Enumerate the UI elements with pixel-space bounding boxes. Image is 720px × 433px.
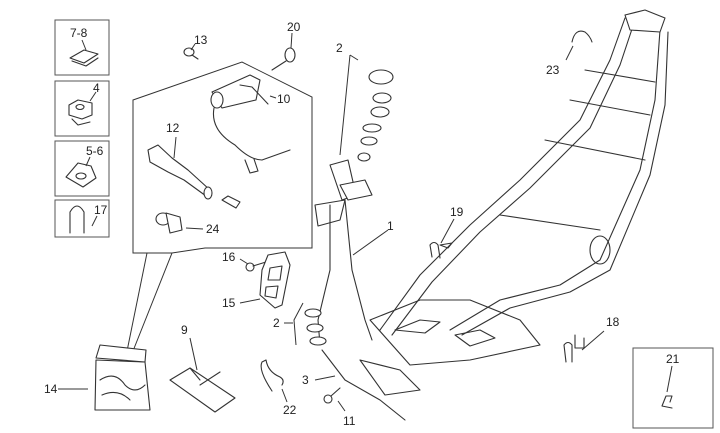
- inset-box-17: 17: [54, 199, 110, 238]
- part-19-clip: 19: [429, 205, 464, 259]
- callout-4: 4: [93, 81, 100, 95]
- callout-13: 13: [194, 33, 208, 47]
- part-2-lower-bearing-set: 2: [273, 302, 327, 346]
- part-12-steering-lock: 12: [147, 121, 241, 209]
- callout-1: 1: [387, 219, 394, 233]
- callout-19: 19: [450, 205, 464, 219]
- lock-set-detail-panel: [125, 61, 313, 357]
- part-10-ignition-switch: 10: [210, 74, 291, 174]
- callout-23: 23: [546, 63, 560, 77]
- part-13-screw: 13: [183, 33, 208, 60]
- callout-16: 16: [222, 250, 236, 264]
- part-9-pad: 9: [169, 323, 236, 413]
- callout-22: 22: [283, 403, 297, 417]
- inset-box-5-6: 5-6: [54, 140, 110, 197]
- part-22-strap-clip: 22: [260, 359, 297, 417]
- part-3-cable: 3: [302, 349, 406, 421]
- part-24-lock-cylinder: 24: [155, 212, 220, 236]
- callout-14: 14: [44, 382, 58, 396]
- callout-24: 24: [206, 222, 220, 236]
- part-16-bolt: 16: [222, 250, 267, 272]
- callout-15: 15: [222, 296, 236, 310]
- part-1-frame: 1: [314, 9, 669, 396]
- callout-10: 10: [277, 92, 291, 106]
- callout-12: 12: [166, 121, 180, 135]
- inset-box-4: 4: [54, 80, 110, 137]
- part-2-upper-bearing-set: 2: [336, 41, 394, 162]
- part-20-key-ring: 20: [271, 20, 301, 71]
- callout-9: 9: [181, 323, 188, 337]
- part-15-bracket: 15: [222, 251, 291, 310]
- callout-5-6: 5-6: [86, 144, 104, 158]
- callout-2-upper: 2: [336, 41, 343, 55]
- inset-box-21: 21: [632, 347, 714, 429]
- part-14-lock-kit-bag: 14: [44, 344, 151, 411]
- part-18-pin-clip: 18: [563, 315, 620, 363]
- part-11-bolt: 11: [323, 387, 356, 428]
- part-23-hose-clamp: 23: [546, 30, 593, 77]
- inset-box-7-8: 7-8: [54, 19, 110, 76]
- callout-20: 20: [287, 20, 301, 34]
- callout-21: 21: [666, 352, 680, 366]
- callout-18: 18: [606, 315, 620, 329]
- callout-2-lower: 2: [273, 316, 280, 330]
- callout-3: 3: [302, 373, 309, 387]
- callout-11: 11: [343, 414, 356, 428]
- callout-17: 17: [94, 203, 108, 217]
- callout-7-8: 7-8: [70, 26, 88, 40]
